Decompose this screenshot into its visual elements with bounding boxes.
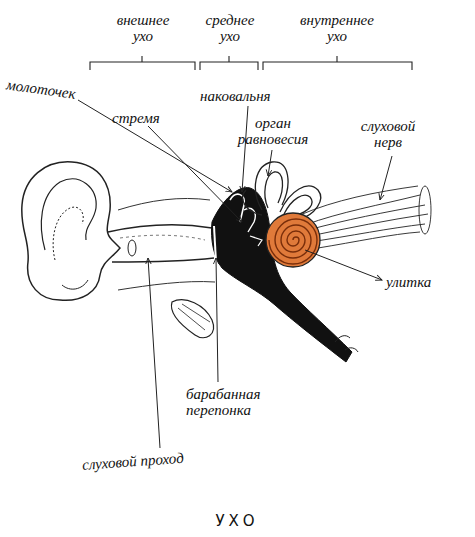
canal-loop [265,172,283,208]
part-label: молоточек [5,76,116,107]
bracket [200,56,258,70]
muscle [171,300,213,338]
leader-line [216,258,218,382]
leader-line [242,106,248,192]
nerve-end [419,186,431,234]
canal-loop [255,162,288,210]
canal-detail [128,240,136,256]
canal-hatch [120,235,205,240]
part-label: внешнее ухо [112,12,174,44]
auricle-fold [53,207,83,260]
leader-line [78,100,232,192]
part-label: среднее ухо [200,12,260,44]
eardrum [214,226,216,262]
leader-lines [78,100,392,448]
outer-ear [22,162,120,300]
part-label: наковальня [200,88,300,104]
part-label: стремя [112,110,182,126]
leader-line [148,126,242,222]
cochlea [266,213,320,267]
auricle [22,162,120,300]
leader-line [148,258,160,448]
part-label: орган равновесия [232,115,314,147]
part-label: внутреннее ухо [295,12,379,44]
bracket [90,56,195,70]
nerve-fiber [318,232,420,248]
tube-end [335,336,358,352]
bracket [263,56,412,70]
skull-line [118,198,215,290]
part-label: улитка [386,274,456,290]
earlobe-line [62,280,88,289]
ear-canal [108,198,215,290]
figure-caption: УХО [187,512,287,530]
nerve-fiber [300,186,418,215]
muscle-hatch [178,304,210,330]
cochlea-spiral [269,219,317,264]
brackets [90,56,412,70]
cochlea-body [266,213,320,267]
canal-wall [112,258,214,262]
stapes [250,236,262,246]
auricle-fold [41,179,96,250]
leader-line [305,250,382,280]
nerve-fiber [305,195,420,225]
leader-line [268,150,272,176]
part-label: слуховой проход [82,447,223,473]
canal-loop [243,190,262,215]
part-label: слуховой нерв [352,118,424,150]
canal-wall [108,225,212,232]
leader-line [380,156,392,200]
tympanic-cavity [211,188,352,362]
part-label: барабанная перепонка [186,386,282,418]
